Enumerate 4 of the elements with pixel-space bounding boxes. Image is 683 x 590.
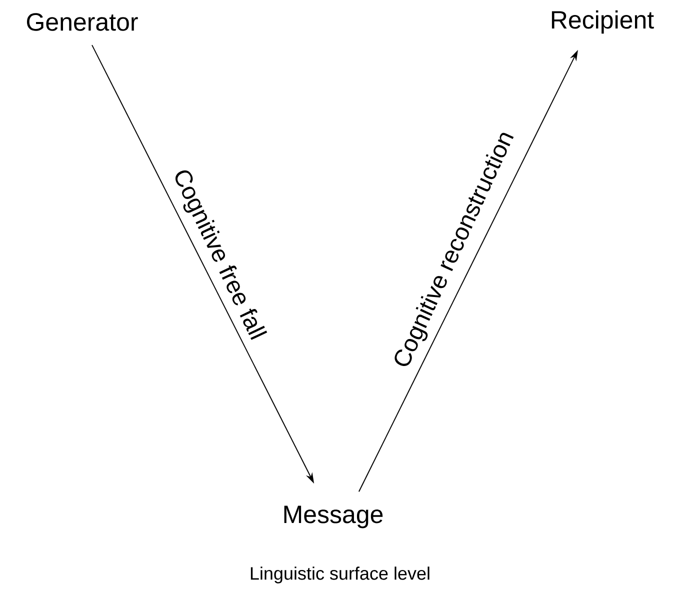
- node-label: Recipient: [552, 10, 654, 34]
- node-label: Message: [284, 506, 383, 528]
- caption-text: Linguistic surface level: [250, 566, 430, 584]
- node-label: Generator: [26, 13, 138, 31]
